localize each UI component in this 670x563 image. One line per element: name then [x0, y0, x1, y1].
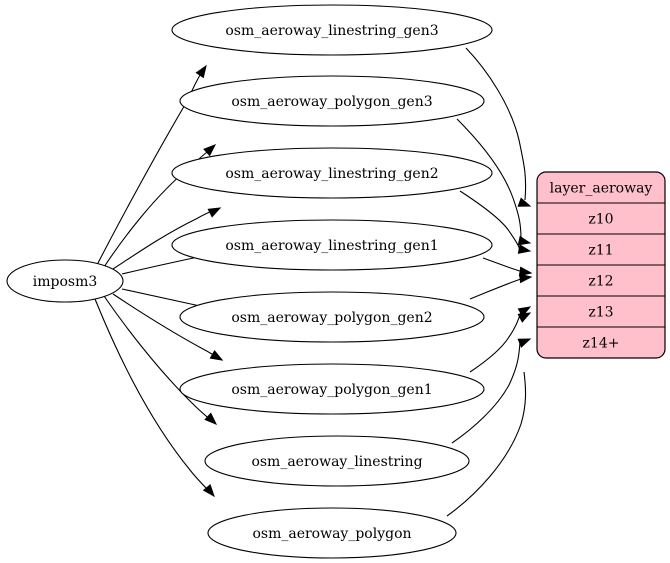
edge-osm_aeroway_polygon_gen2-to-z12: [469, 278, 522, 300]
node-shape: [179, 75, 485, 127]
node-osm_aeroway_polygon_gen2[interactable]: osm_aeroway_polygon_gen2: [179, 291, 485, 343]
table-outline: [536, 171, 666, 359]
arrowhead: [202, 484, 215, 498]
node-label: imposm3: [33, 274, 98, 290]
node-label: osm_aeroway_linestring_gen3: [225, 23, 438, 39]
node-osm_aeroway_polygon_gen3[interactable]: osm_aeroway_polygon_gen3: [179, 75, 485, 127]
node-shape: [204, 435, 470, 487]
edge-imposm3-to-osm_aeroway_linestring_gen3: [96, 69, 204, 266]
node-osm_aeroway_linestring_gen1[interactable]: osm_aeroway_linestring_gen1: [171, 219, 493, 271]
arrowhead: [203, 144, 217, 157]
arrowhead: [209, 349, 224, 361]
edge-osm_aeroway_polygon-to-z14+: [446, 371, 527, 517]
table-row-cell[interactable]: [537, 295, 665, 328]
arrowheads-layer: [195, 64, 533, 498]
node-label: osm_aeroway_linestring: [251, 454, 422, 470]
node-osm_aeroway_linestring_gen3[interactable]: osm_aeroway_linestring_gen3: [171, 4, 493, 56]
node-imposm3[interactable]: imposm3: [6, 259, 124, 303]
node-osm_aeroway_polygon_gen1[interactable]: osm_aeroway_polygon_gen1: [179, 363, 485, 415]
table-header-label: layer_aeroway: [550, 181, 653, 197]
table-node-layer: layer_aeroway z10 z11 z12 z13 z14+: [536, 171, 666, 359]
edge-osm_aeroway_polygon_gen1-to-z13: [469, 310, 522, 373]
arrowhead: [517, 312, 532, 323]
edge-osm_aeroway_linestring_gen2-to-z11: [459, 190, 521, 251]
table-row-cell[interactable]: [537, 264, 665, 297]
node-shape: [171, 147, 493, 199]
node-shape: [171, 219, 493, 271]
node-shape: [6, 259, 124, 303]
node-label: osm_aeroway_polygon_gen2: [231, 310, 432, 326]
table-row-label-z10: z10: [588, 212, 613, 228]
arrowhead: [517, 235, 532, 246]
edge-imposm3-to-osm_aeroway_polygon: [94, 298, 212, 494]
table-row-label-z14+: z14+: [583, 336, 620, 352]
nodes-layer: imposm3 osm_aeroway_linestring_gen3 osm_ae…: [6, 4, 493, 559]
arrowhead: [207, 207, 222, 218]
edge-osm_aeroway_linestring-to-z13: [451, 341, 521, 444]
arrowhead: [517, 197, 532, 207]
node-shape: [207, 507, 457, 559]
edge-osm_aeroway_linestring_gen1-to-z12: [482, 257, 524, 273]
node-label: osm_aeroway_polygon: [252, 526, 411, 542]
node-osm_aeroway_linestring[interactable]: osm_aeroway_linestring: [204, 435, 470, 487]
node-osm_aeroway_linestring_gen2[interactable]: osm_aeroway_linestring_gen2: [171, 147, 493, 199]
node-label: osm_aeroway_polygon_gen1: [231, 382, 432, 398]
arrowhead: [195, 64, 207, 79]
arrowhead: [518, 273, 533, 284]
node-label: osm_aeroway_linestring_gen2: [225, 166, 438, 182]
table-row-label-z12: z12: [588, 274, 613, 290]
node-shape: [179, 363, 485, 415]
arrowhead: [517, 244, 532, 254]
edge-osm_aeroway_polygon_gen3-to-z11: [456, 118, 522, 240]
node-shape: [179, 291, 485, 343]
node-label: osm_aeroway_polygon_gen3: [231, 94, 432, 110]
arrowhead: [204, 412, 218, 425]
node-shape: [171, 4, 493, 56]
edges-layer: [94, 47, 527, 517]
node-osm_aeroway_polygon[interactable]: osm_aeroway_polygon: [207, 507, 457, 559]
node-label: osm_aeroway_linestring_gen1: [225, 238, 438, 254]
table-row-label-z11: z11: [588, 243, 613, 259]
arrowhead: [517, 338, 532, 348]
table-row-label-z13: z13: [588, 305, 613, 321]
arrowhead: [518, 266, 533, 277]
edge-osm_aeroway_linestring_gen3-to-z10: [465, 47, 527, 201]
